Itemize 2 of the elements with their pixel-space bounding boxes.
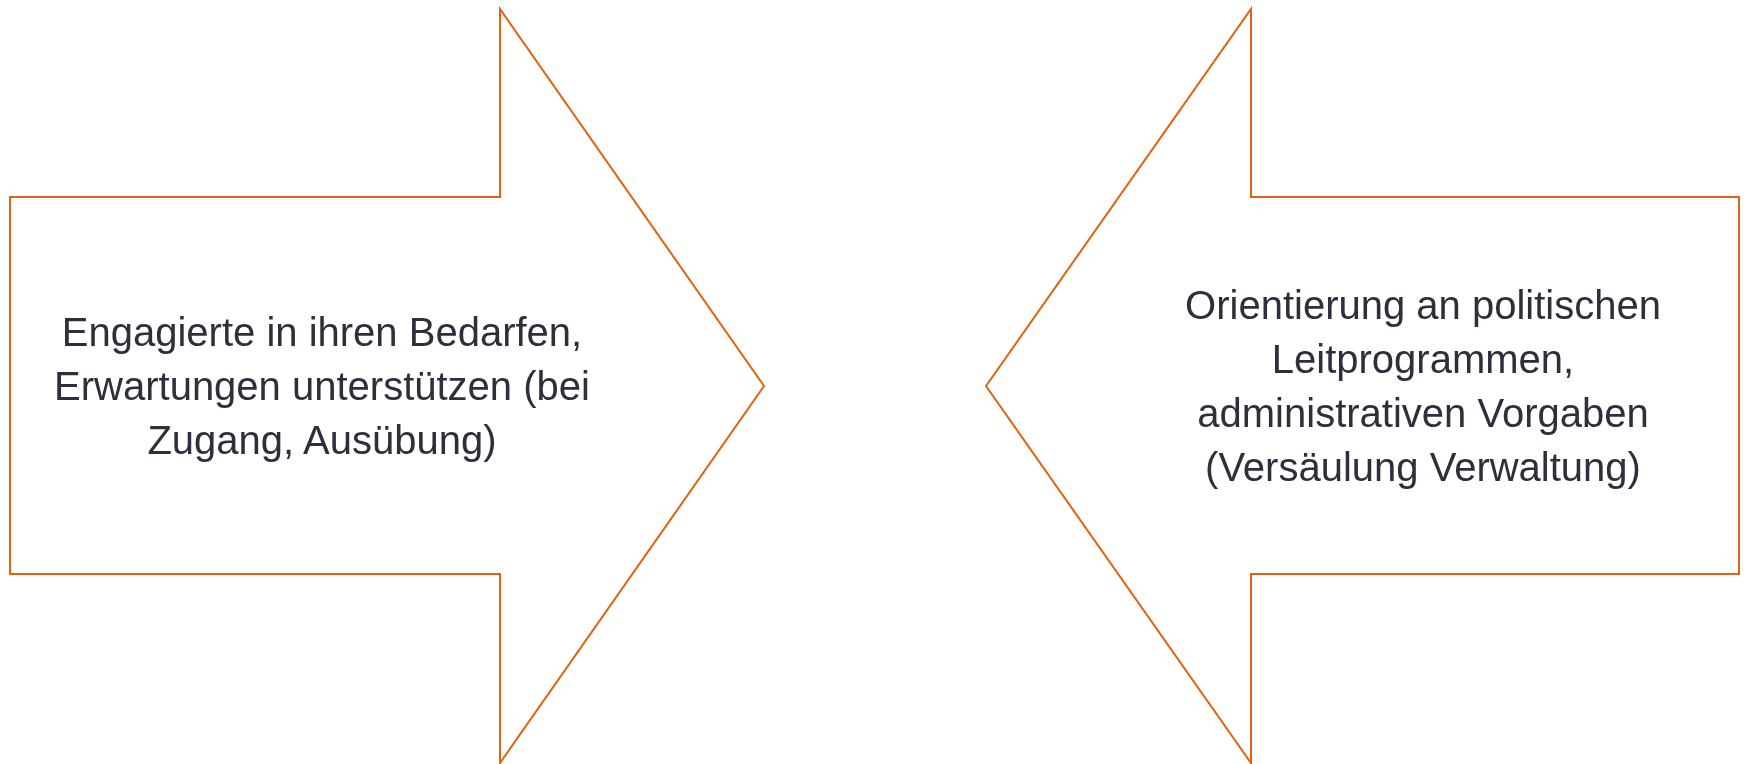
arrow-text: Orientierung an politischen Leitprogrammen, administrativen Vorgaben (Versäulung Verwaltung) [1184, 282, 1662, 491]
arrow-text: Engagierte in ihren Bedarfen, Erwartungen unterstützen (bei Zugang, Ausübung) [53, 309, 591, 464]
